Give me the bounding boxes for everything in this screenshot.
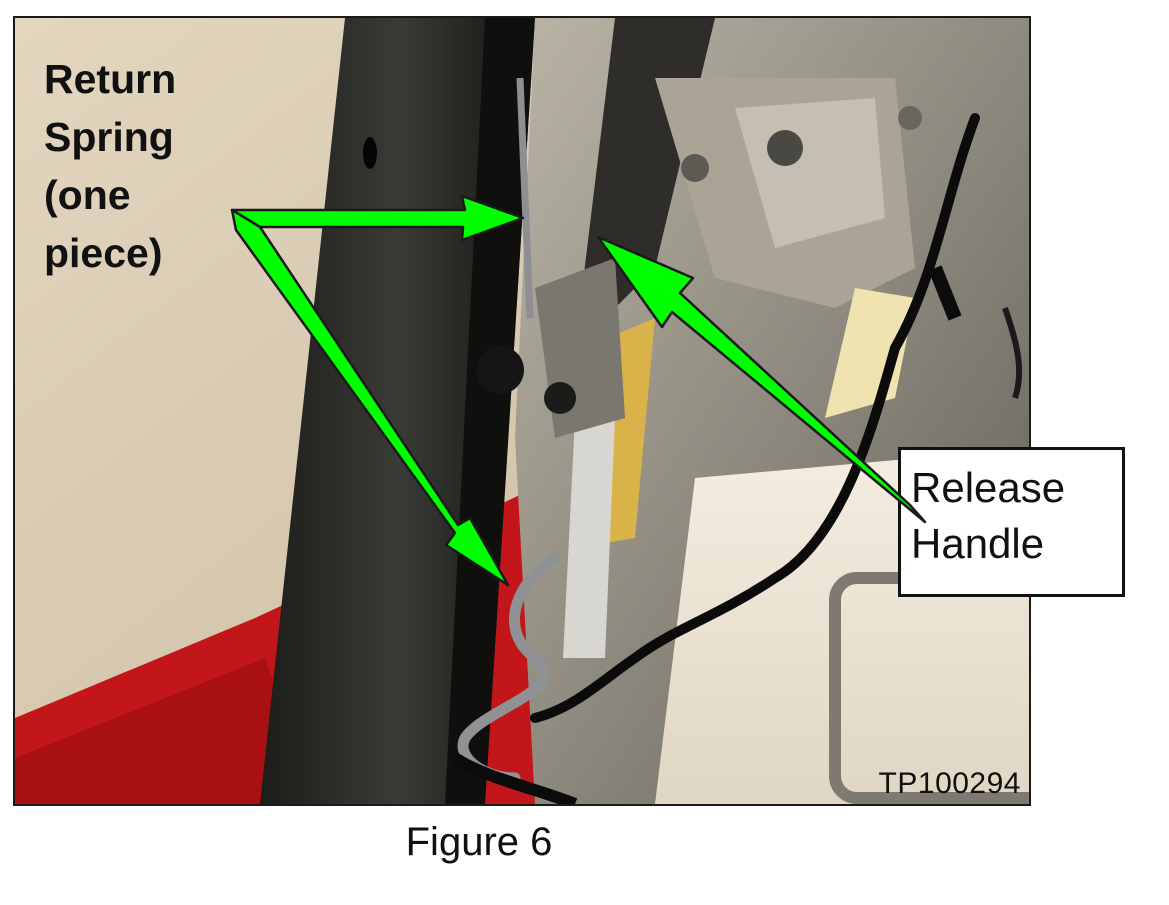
figure-caption: Figure 6 bbox=[405, 820, 553, 864]
release-handle-callout: Release Handle bbox=[898, 447, 1125, 597]
photo-id-label: TP100294 bbox=[878, 767, 1021, 800]
return-spring-callout: Return Spring (one piece) bbox=[44, 56, 177, 276]
